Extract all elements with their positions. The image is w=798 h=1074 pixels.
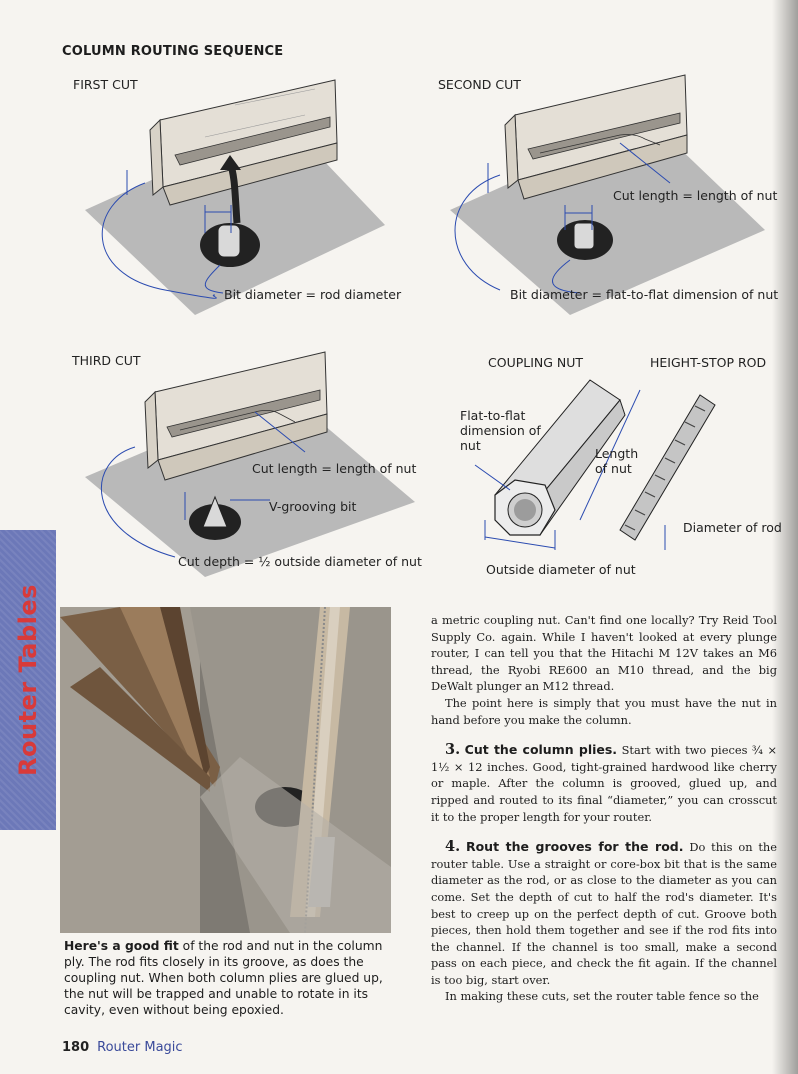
length-of-nut-callout: Length of nut — [595, 446, 639, 476]
outside-diameter-callout: Outside diameter of nut — [486, 562, 636, 577]
third-cut-bit-callout: V-grooving bit — [269, 499, 357, 514]
second-cut-label: SECOND CUT — [438, 77, 521, 92]
step-4: 4. Rout the grooves for the rod. Do this… — [431, 838, 778, 988]
step-3: 3. Cut the column plies. Start with two … — [431, 741, 778, 825]
third-cut-depth-callout: Cut depth = ½ outside diameter of nut — [178, 554, 422, 569]
caption-text: of the rod and nut in the column ply. Th… — [64, 939, 383, 1017]
diameter-of-rod-callout: Diameter of rod — [683, 520, 782, 535]
paragraph-last: In making these cuts, set the router tab… — [445, 989, 759, 1004]
body-text: a metric coupling nut. Can't find one lo… — [431, 612, 777, 1005]
step-3-title: Cut the column plies. — [464, 742, 618, 758]
second-cut-bit-callout: Bit diameter = flat-to-flat dimension of… — [510, 287, 779, 302]
caption-lead: Here's a good fit — [64, 939, 179, 953]
step-4-title: Rout the grooves for the rod. — [465, 839, 684, 855]
section-title: COLUMN ROUTING SEQUENCE — [62, 44, 284, 59]
coupling-nut-label: COUPLING NUT — [488, 355, 584, 370]
page-edge-shadow — [772, 0, 798, 1074]
side-tab-label: Router Tables — [14, 584, 42, 776]
photo-caption: Here's a good fit of the rod and nut in … — [64, 938, 394, 1018]
step-3-text: Start with two pieces ¾ × 1½ × 12 inches… — [431, 743, 778, 824]
third-cut-label: THIRD CUT — [72, 353, 141, 368]
third-cut-length-callout: Cut length = length of nut — [252, 461, 417, 476]
second-cut-length-callout: Cut length = length of nut — [613, 188, 778, 203]
side-tab: Router Tables — [0, 530, 56, 830]
second-cut-diagram — [450, 74, 765, 315]
column-ply-photo — [60, 607, 391, 933]
footer: 180 Router Magic — [62, 1040, 183, 1055]
page-number: 180 — [62, 1040, 90, 1055]
flat-to-flat-callout: Flat-to-flat dimension of nut — [460, 408, 541, 453]
first-cut-diagram — [85, 79, 385, 315]
step-4-number: 4. — [445, 838, 461, 856]
paragraph-1: a metric coupling nut. Can't find one lo… — [431, 613, 777, 694]
nut-rod-diagram — [474, 379, 716, 550]
height-stop-rod-label: HEIGHT-STOP ROD — [650, 355, 767, 370]
step-3-number: 3. — [445, 741, 461, 759]
third-cut-diagram — [85, 351, 415, 577]
book-title: Router Magic — [97, 1040, 183, 1055]
paragraph-2: The point here is simply that you must h… — [431, 695, 777, 727]
first-cut-bit-callout: Bit diameter = rod diameter — [224, 287, 402, 302]
step-4-text: Do this on the router table. Use a strai… — [431, 840, 778, 987]
first-cut-label: FIRST CUT — [73, 77, 138, 92]
